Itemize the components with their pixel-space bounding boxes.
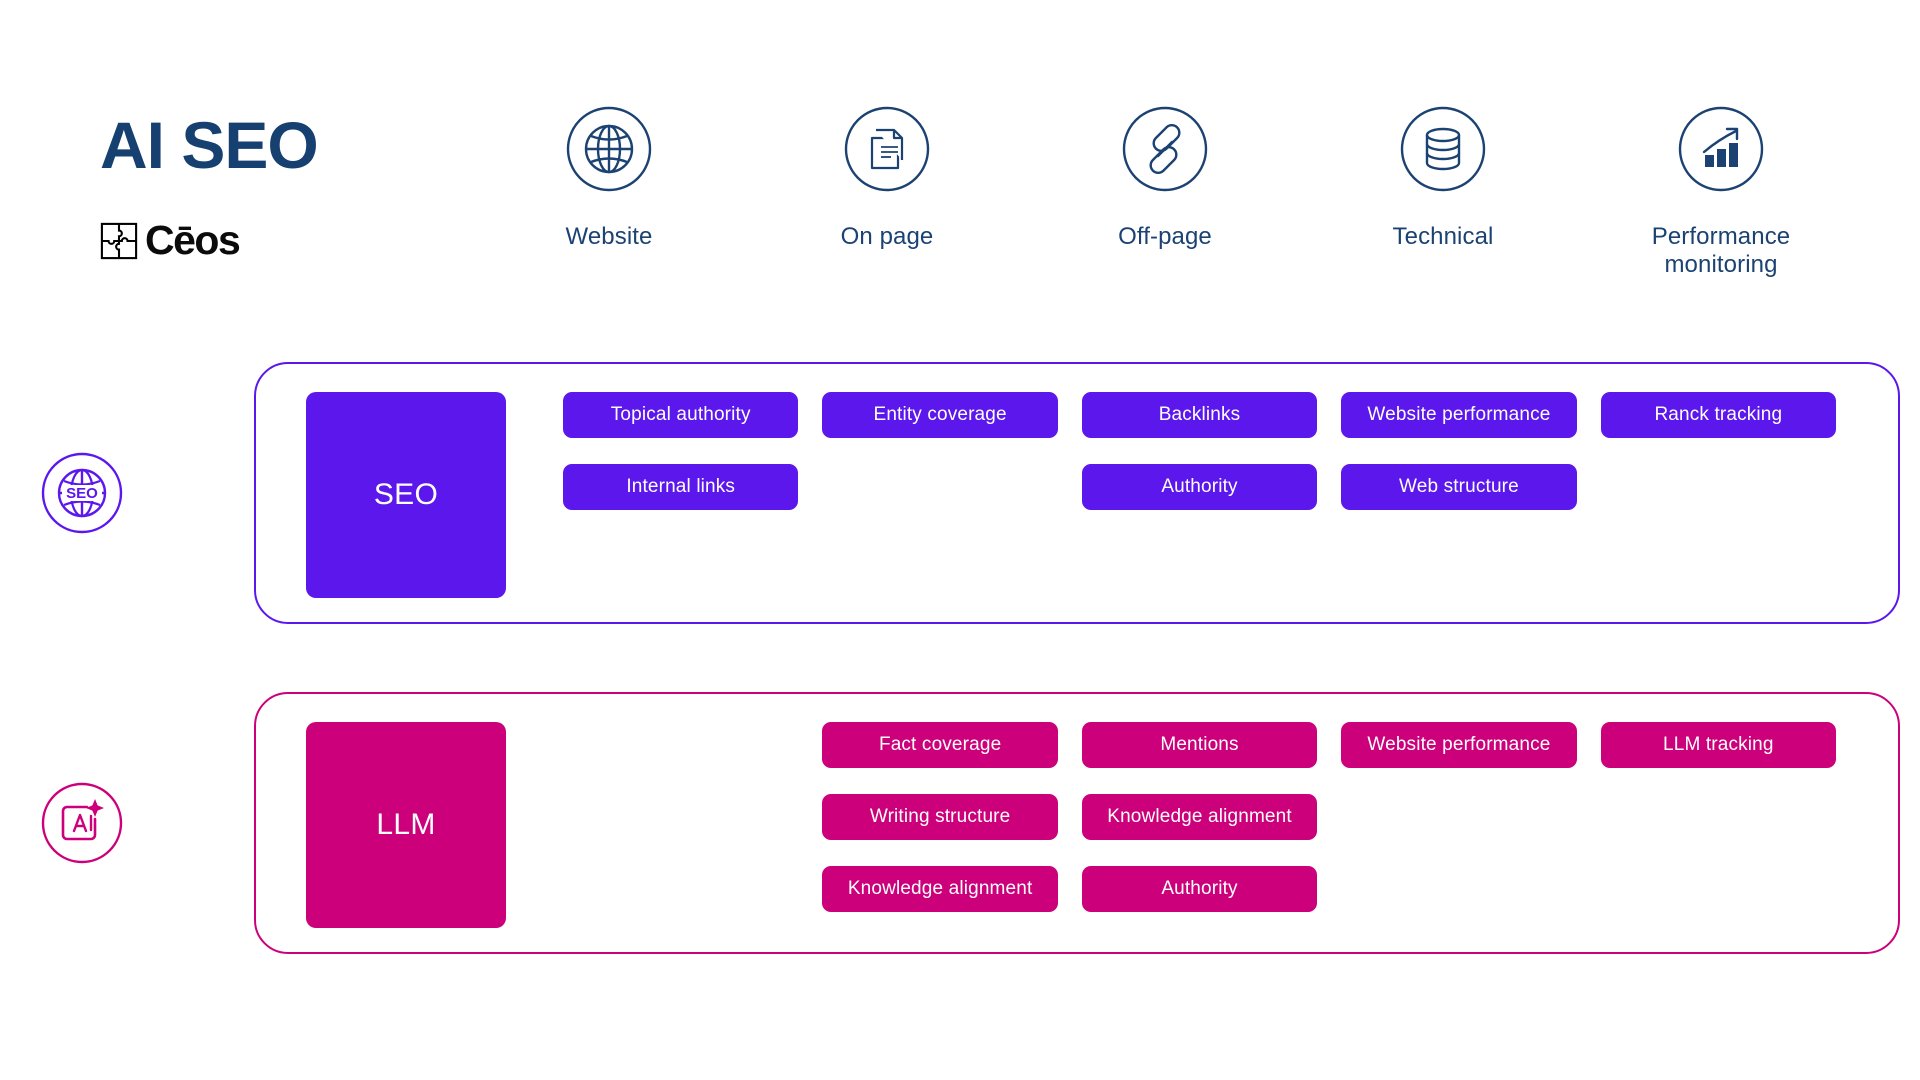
llm-column-technical: Website performance [1329, 722, 1588, 924]
category-label: Technical [1392, 223, 1494, 250]
pill-item[interactable]: Fact coverage [822, 722, 1058, 768]
pill-item[interactable]: Mentions [1081, 722, 1318, 768]
seo-column-performance-monitoring: Ranck tracking [1589, 392, 1848, 594]
ai-sparkle-circle-icon [40, 781, 124, 865]
llm-column-performance-monitoring: LLM tracking [1589, 722, 1848, 924]
pill-item[interactable]: Authority [1081, 866, 1318, 912]
seo-row: SEO SEO Topical authority Internal links… [40, 362, 1900, 624]
document-circle-icon [843, 105, 931, 193]
llm-columns: Fact coverage Writing structure Knowledg… [551, 722, 1848, 924]
llm-row: LLM Fact coverage Writing structure Know… [40, 692, 1900, 954]
llm-block[interactable]: LLM [306, 722, 506, 928]
brand-logo: Cēos [100, 220, 400, 261]
seo-card: SEO Topical authority Internal links Ent… [254, 362, 1900, 624]
llm-block-label: LLM [376, 808, 436, 841]
category-off-page[interactable]: Off-page [1026, 105, 1304, 279]
bar-chart-arrow-circle-icon [1677, 105, 1765, 193]
llm-column-off-page: Mentions Knowledge alignment Authority [1070, 722, 1329, 924]
seo-column-technical: Website performance Web structure [1329, 392, 1588, 594]
pill-item[interactable]: Ranck tracking [1600, 392, 1837, 438]
chain-link-circle-icon [1121, 105, 1209, 193]
seo-column-off-page: Backlinks Authority [1070, 392, 1329, 594]
seo-column-on-page: Entity coverage [810, 392, 1069, 594]
globe-circle-icon [565, 105, 653, 193]
pill-item[interactable]: LLM tracking [1600, 722, 1837, 768]
pill-item[interactable]: Web structure [1341, 464, 1577, 510]
category-performance-monitoring[interactable]: Performance monitoring [1582, 105, 1860, 279]
pill-item[interactable]: Entity coverage [822, 392, 1058, 438]
category-on-page[interactable]: On page [748, 105, 1026, 279]
category-label: Off-page [1118, 223, 1212, 250]
pill-item[interactable]: Backlinks [1081, 392, 1318, 438]
seo-globe-circle-icon: SEO [40, 451, 124, 535]
llm-column-on-page: Fact coverage Writing structure Knowledg… [810, 722, 1069, 924]
seo-column-website: Topical authority Internal links [551, 392, 810, 594]
brand-logo-text: Cēos [145, 217, 241, 263]
category-header-row: Website On page [470, 105, 1860, 279]
pill-item[interactable]: Writing structure [822, 794, 1058, 840]
brand-block: AI SEO Cēos [100, 112, 400, 261]
seo-block[interactable]: SEO [306, 392, 506, 598]
seo-block-label: SEO [373, 478, 439, 511]
pill-item[interactable]: Knowledge alignment [822, 866, 1058, 912]
pill-item[interactable]: Knowledge alignment [1081, 794, 1318, 840]
pill-item[interactable]: Topical authority [563, 392, 799, 438]
category-label: On page [840, 223, 934, 250]
category-website[interactable]: Website [470, 105, 748, 279]
page-title: AI SEO [100, 108, 319, 182]
puzzle-square-icon [100, 222, 138, 260]
seo-columns: Topical authority Internal links Entity … [551, 392, 1848, 594]
pill-item[interactable]: Website performance [1341, 392, 1577, 438]
pill-item[interactable]: Internal links [563, 464, 799, 510]
category-label: Website [565, 223, 653, 250]
category-label: Performance monitoring [1651, 223, 1791, 279]
svg-text:SEO: SEO [66, 485, 98, 502]
llm-column-website [551, 722, 810, 924]
database-circle-icon [1399, 105, 1487, 193]
pill-item[interactable]: Authority [1081, 464, 1318, 510]
pill-item[interactable]: Website performance [1341, 722, 1577, 768]
category-technical[interactable]: Technical [1304, 105, 1582, 279]
llm-card: LLM Fact coverage Writing structure Know… [254, 692, 1900, 954]
